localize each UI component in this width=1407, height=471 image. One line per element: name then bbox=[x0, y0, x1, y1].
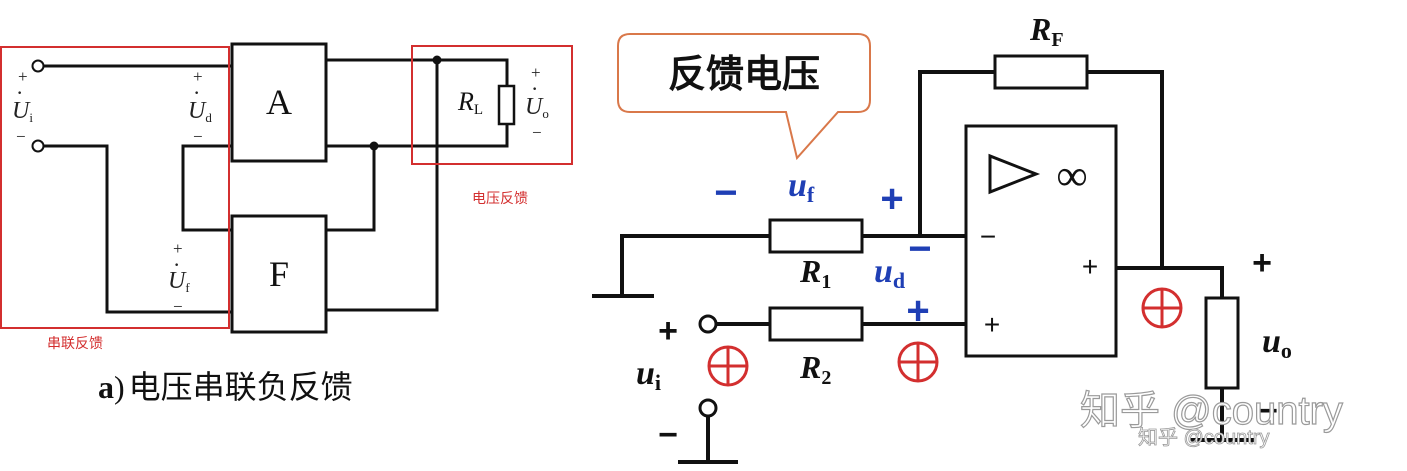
opamp-noninverting-sign: + bbox=[984, 309, 1000, 340]
voltage-feedback-highlight bbox=[411, 45, 573, 165]
load-resistor bbox=[1204, 296, 1240, 390]
amplifier-block bbox=[230, 42, 328, 163]
ui-plus: + bbox=[18, 67, 28, 86]
ud-plus: + bbox=[193, 67, 203, 86]
uo-dot: · bbox=[531, 76, 538, 101]
uo-plus: + bbox=[531, 63, 541, 82]
ud-dot: · bbox=[193, 80, 200, 105]
amp-output-top-wire bbox=[326, 58, 509, 86]
feedback-label: F bbox=[269, 254, 289, 294]
right-opamp-diagram: 反馈电压 ∞ − + + RF R1 R2 uf − bbox=[592, 11, 1292, 464]
uo-minus: − bbox=[532, 123, 542, 142]
ui-label: Ui bbox=[12, 98, 33, 125]
feedback-sense-bottom-wire bbox=[326, 146, 376, 232]
uf-label: Uf bbox=[168, 268, 190, 295]
feedback-voltage-callout bbox=[617, 33, 871, 161]
opamp-inverting-sign: − bbox=[980, 221, 996, 252]
ui-dot: · bbox=[16, 80, 23, 105]
input-bottom-wire bbox=[44, 144, 233, 314]
series-feedback-highlight bbox=[0, 46, 230, 329]
junction-dot bbox=[369, 141, 379, 151]
uf-dot: · bbox=[173, 252, 180, 277]
opamp-gain-symbol: ∞ bbox=[1056, 151, 1087, 200]
r1-label: R1 bbox=[799, 253, 831, 293]
uf-label: uf bbox=[788, 167, 815, 207]
load-resistor bbox=[497, 84, 516, 126]
feedback-wire bbox=[918, 70, 1164, 268]
r2-label: R2 bbox=[799, 349, 831, 389]
left-voltage-series-feedback-diagram: A F RL + · Ui − + · Ud − + · Uf − + · Uo… bbox=[0, 42, 573, 405]
r1-resistor bbox=[768, 218, 864, 254]
callout-text: 反馈电压 bbox=[668, 54, 820, 96]
r2-resistor bbox=[768, 306, 864, 342]
uf-minus: − bbox=[714, 171, 737, 215]
watermark-large: 知乎 @country bbox=[1080, 389, 1343, 433]
amplifier-label: A bbox=[266, 82, 292, 122]
ui-ground-terminal bbox=[698, 398, 718, 418]
uf-plus: + bbox=[173, 239, 183, 258]
amp-output-bottom-wire bbox=[326, 124, 509, 148]
uo-plus: + bbox=[1252, 244, 1272, 282]
feedback-sense-top-wire bbox=[326, 60, 439, 312]
ud-plus: + bbox=[906, 289, 929, 333]
ud-minus: − bbox=[193, 127, 203, 146]
ud-uf-link-wire bbox=[181, 144, 233, 232]
series-feedback-note: 串联反馈 bbox=[47, 335, 103, 351]
ui-minus: − bbox=[658, 416, 678, 454]
watermark-small: 知乎 @country bbox=[1138, 426, 1269, 449]
uo-minus: − bbox=[1258, 392, 1278, 430]
opamp-triangle-symbol bbox=[988, 153, 1041, 195]
feedback-block bbox=[230, 214, 328, 334]
uo-label: uo bbox=[1262, 323, 1292, 363]
output-wire bbox=[1116, 266, 1224, 298]
noninverting-polarity-marker bbox=[897, 341, 939, 383]
ud-label: Ud bbox=[188, 98, 212, 125]
ui-polarity-marker bbox=[707, 345, 749, 387]
ui-input-terminal bbox=[698, 314, 718, 334]
ui-label: ui bbox=[636, 355, 661, 395]
opamp-output-sign: + bbox=[1082, 251, 1098, 282]
ground-to-r1-wire bbox=[620, 234, 770, 296]
load-label: RL bbox=[457, 87, 483, 118]
uo-label: Uo bbox=[525, 94, 549, 121]
ui-minus: − bbox=[16, 127, 26, 146]
uf-minus: − bbox=[173, 297, 183, 316]
rf-resistor bbox=[993, 54, 1089, 90]
input-terminal-top bbox=[31, 59, 45, 73]
input-terminal-bottom bbox=[31, 139, 45, 153]
ud-minus: − bbox=[908, 227, 931, 271]
uf-plus: + bbox=[880, 177, 903, 221]
ui-plus: + bbox=[658, 312, 678, 350]
ud-label: ud bbox=[874, 253, 905, 293]
rf-label: RF bbox=[1029, 11, 1064, 51]
junction-dot bbox=[432, 55, 442, 65]
left-caption: a)电压串联负反馈 bbox=[98, 369, 353, 405]
output-polarity-marker bbox=[1141, 287, 1183, 329]
voltage-feedback-note: 电压反馈 bbox=[472, 190, 528, 206]
